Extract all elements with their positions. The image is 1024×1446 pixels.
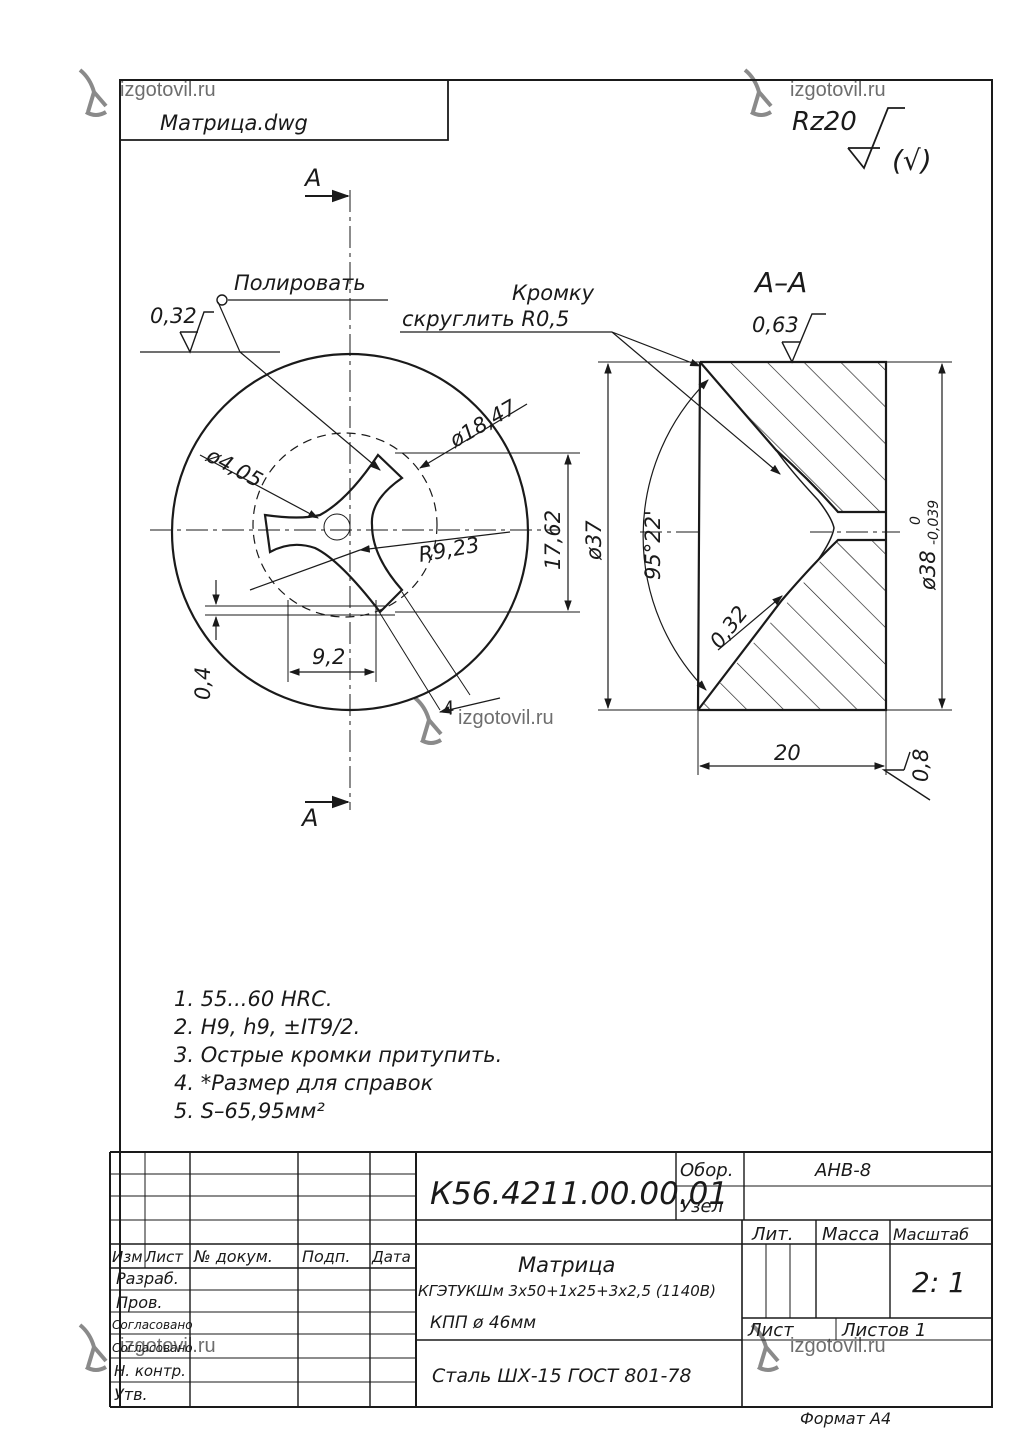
roughness-triangle-icon <box>781 313 826 364</box>
section-mark-bottom: A <box>300 804 318 832</box>
inner-hole <box>323 513 351 541</box>
dim-d92: 9,2 <box>312 645 345 669</box>
section-hatch-lower <box>698 540 886 710</box>
roughness-note: (√) <box>892 144 932 177</box>
die-profile <box>263 453 404 614</box>
watermark-group: izgotovil.ru izgotovil.ru izgotovil.ru i… <box>78 68 886 1372</box>
watermark-figure-icon <box>413 696 443 745</box>
material: Сталь ШХ-15 ГОСТ 801-78 <box>432 1365 692 1387</box>
scale-value: 2: 1 <box>912 1266 966 1299</box>
dim-d20: 20 <box>774 741 801 765</box>
note-item: 3. Острые кромки притупить. <box>174 1043 502 1067</box>
row-prov: Пров. <box>116 1293 163 1312</box>
part-name: Матрица <box>518 1253 615 1277</box>
watermark-2: izgotovil.ru <box>743 68 886 117</box>
technical-notes: 1. 55...60 HRC. 2. H9, h9, ±IT9/2. 3. Ос… <box>174 987 502 1123</box>
part-kpp: КПП ø 46мм <box>430 1313 536 1333</box>
section-mark-top: A <box>303 164 321 192</box>
section-hatch-upper <box>700 362 886 512</box>
watermark-text: izgotovil.ru <box>120 1335 216 1357</box>
scale-label: Масштаб <box>893 1225 969 1244</box>
roughness-triangle-icon <box>881 769 931 801</box>
edge-note-line1: Кромку <box>512 281 595 305</box>
obor-label: Обор. <box>680 1160 733 1181</box>
dim-angle: 95°22' <box>641 510 665 580</box>
col-list: Лист <box>144 1248 184 1266</box>
col-sign: Подп. <box>302 1247 350 1266</box>
side-roughness: 0,8 <box>909 749 933 782</box>
watermark-figure-icon <box>750 1323 780 1372</box>
col-izm: Изм <box>112 1248 143 1266</box>
dim-r923: R9,23 <box>417 533 482 567</box>
note-item: 4. *Размер для справок <box>174 1071 434 1095</box>
row-nkontr: Н. контр. <box>114 1362 186 1380</box>
obor-value: АНВ-8 <box>814 1160 871 1181</box>
designation: К56.4211.00.00.01 <box>430 1176 728 1212</box>
dim-d4: 4 <box>440 697 456 721</box>
row-razrab: Разраб. <box>116 1269 179 1288</box>
dim-d38: ø38 <box>916 550 940 591</box>
note-item: 2. H9, h9, ±IT9/2. <box>174 1015 360 1039</box>
angle-arc <box>642 379 709 691</box>
watermark-text: izgotovil.ru <box>790 79 886 101</box>
row-utv: Утв. <box>114 1385 148 1404</box>
polish-circle-icon <box>216 294 228 306</box>
dim-d1762: 17,62 <box>541 510 565 570</box>
section-title: A–A <box>753 266 807 299</box>
col-date: Дата <box>371 1248 411 1266</box>
roughness-general: Rz20 <box>792 107 857 137</box>
outer-contour <box>170 352 530 712</box>
dim-d37: ø37 <box>582 520 606 561</box>
watermark-figure-icon <box>78 1323 108 1372</box>
general-roughness-symbol: Rz20 (√) <box>792 107 932 177</box>
note-item: 5. S–65,95мм² <box>174 1099 325 1123</box>
watermark-text: izgotovil.ru <box>120 79 216 101</box>
hidden-circle <box>252 432 438 618</box>
section-view <box>400 313 952 801</box>
section-roughness: 0,63 <box>752 313 799 337</box>
uzel-label: Узел <box>680 1196 723 1217</box>
sheets-label: Листов 1 <box>841 1320 926 1341</box>
polish-label: Полировать <box>234 271 366 295</box>
front-view <box>140 189 580 810</box>
sheet-label: Лист <box>747 1320 794 1341</box>
dim-d1847: ø18,47 <box>445 395 522 453</box>
row-sogl-1: Согласовано <box>112 1318 193 1332</box>
row-sogl-2: Согласовано <box>112 1341 193 1355</box>
part-cable: КГЭТУКШм 3х50+1х25+3х2,5 (1140В) <box>418 1282 716 1300</box>
format-label: Формат А4 <box>800 1409 891 1428</box>
polish-roughness: 0,32 <box>150 304 197 328</box>
dim-d04: 0,4 <box>191 667 215 700</box>
watermark-4: izgotovil.ru <box>78 1323 216 1372</box>
dim-d38-upper: 0 <box>908 516 924 525</box>
file-label: Матрица.dwg <box>160 111 308 135</box>
lit-label: Лит. <box>751 1224 793 1245</box>
edge-note-line2: скруглить R0,5 <box>402 307 569 331</box>
watermark-3: izgotovil.ru <box>413 696 554 745</box>
profile-inner <box>775 449 835 601</box>
watermark-1: izgotovil.ru <box>78 68 216 117</box>
watermark-text: izgotovil.ru <box>458 707 554 729</box>
mass-label: Масса <box>822 1224 879 1245</box>
col-doc: № докум. <box>193 1247 273 1266</box>
file-label-box <box>120 80 449 141</box>
watermark-figure-icon <box>743 68 773 117</box>
roughness-check-icon <box>847 107 905 170</box>
watermark-figure-icon <box>78 68 108 117</box>
dim-d38-lower: -0,039 <box>926 500 942 545</box>
dim-d405: ø4,05 <box>202 443 267 493</box>
note-item: 1. 55...60 HRC. <box>174 987 333 1011</box>
title-block <box>109 1151 992 1408</box>
